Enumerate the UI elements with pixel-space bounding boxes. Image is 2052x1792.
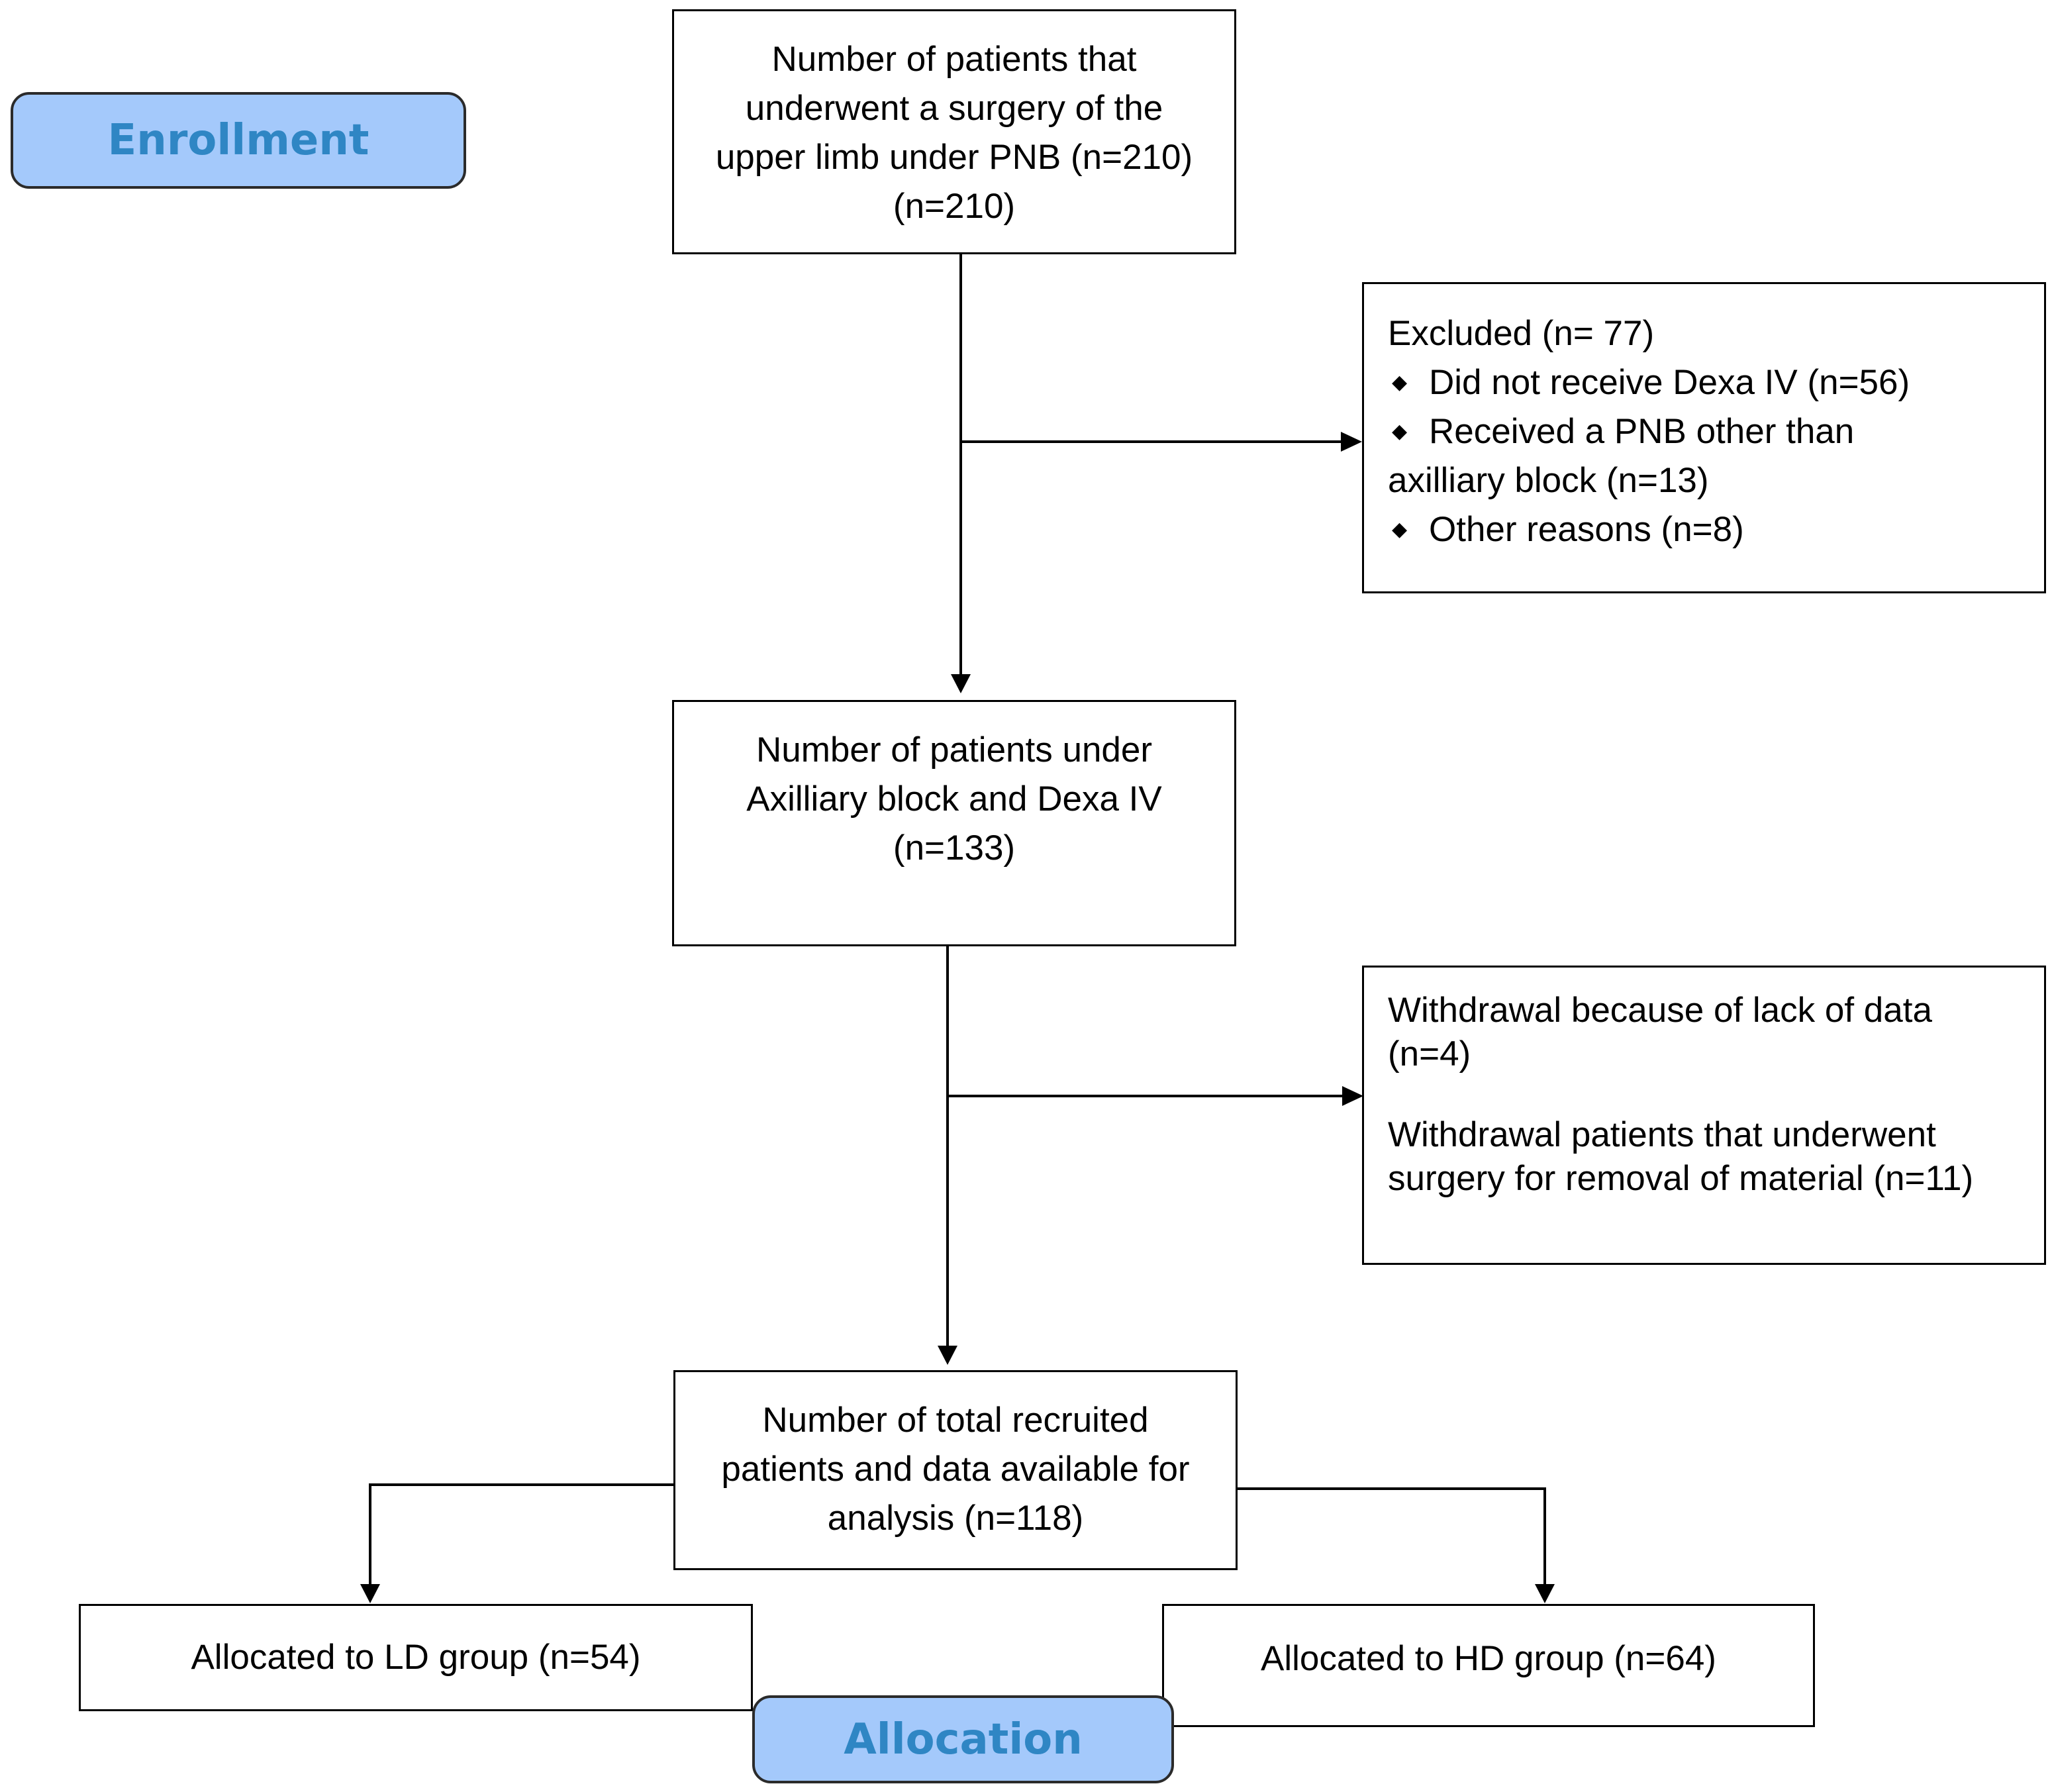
withdrawal-line: (n=4) <box>1388 1034 1471 1073</box>
hd-group-label: Allocated to HD group (n=64) <box>1261 1639 1716 1678</box>
diamond-bullet-icon: ◆ <box>1392 372 1408 393</box>
initial-box-line: upper limb under PNB (n=210) <box>715 138 1193 177</box>
axillary-box-line: (n=133) <box>893 828 1016 868</box>
diamond-bullet-icon: ◆ <box>1392 519 1408 540</box>
excluded-item-text: Received a PNB other than <box>1429 412 1855 451</box>
enrollment-stage-label: Enrollment <box>11 92 466 189</box>
axillary-box-line: Number of patients under <box>756 730 1153 770</box>
diamond-bullet-icon: ◆ <box>1392 421 1408 442</box>
excluded-item-text: Did not receive Dexa IV (n=56) <box>1429 363 1910 402</box>
arrowhead-excluded <box>1341 432 1362 452</box>
ld-group-label: Allocated to LD group (n=54) <box>191 1638 641 1677</box>
excluded-box: Excluded (n= 77) ◆ Did not receive Dexa … <box>1362 282 2046 593</box>
initial-box-line: Number of patients that <box>771 40 1137 79</box>
recruited-patients-box: Number of total recruited patients and d… <box>673 1370 1238 1570</box>
allocation-label-text: Allocation <box>844 1715 1083 1764</box>
recruited-box-line: analysis (n=118) <box>827 1499 1084 1538</box>
axillary-block-box: Number of patients under Axilliary block… <box>672 700 1236 946</box>
axillary-box-line: Axilliary block and Dexa IV <box>746 779 1162 819</box>
initial-box-line: (n=210) <box>893 187 1016 226</box>
initial-box-line: underwent a surgery of the <box>745 89 1163 128</box>
allocation-stage-label: Allocation <box>752 1695 1174 1783</box>
arrowhead-withdrawal <box>1342 1086 1363 1106</box>
enrollment-label-text: Enrollment <box>107 116 369 165</box>
initial-patients-box: Number of patients that underwent a surg… <box>672 9 1236 254</box>
excluded-item: ◆ Other reasons (n=8) <box>1388 505 2044 554</box>
withdrawal-line: surgery for removal of material (n=11) <box>1388 1159 1974 1198</box>
withdrawal-box: Withdrawal because of lack of data (n=4)… <box>1362 966 2046 1265</box>
arrowhead-axillary <box>951 674 971 693</box>
recruited-box-line: patients and data available for <box>721 1450 1190 1489</box>
excluded-item: ◆ Received a PNB other than <box>1388 407 2044 456</box>
arrowhead-ld <box>360 1584 380 1603</box>
withdrawal-line: Withdrawal because of lack of data <box>1388 991 1932 1030</box>
arrow-recruited-to-hd <box>1238 1487 1546 1586</box>
excluded-item-text: Other reasons (n=8) <box>1429 510 1744 549</box>
excluded-item-continuation: axilliary block (n=13) <box>1388 461 1709 500</box>
ld-group-box: Allocated to LD group (n=54) <box>79 1604 753 1711</box>
hd-group-box: Allocated to HD group (n=64) <box>1162 1604 1815 1727</box>
arrow-recruited-to-ld <box>369 1483 673 1586</box>
arrowhead-recruited <box>938 1346 957 1365</box>
withdrawal-line: Withdrawal patients that underwent <box>1388 1115 1936 1154</box>
excluded-item: ◆ Did not receive Dexa IV (n=56) <box>1388 358 2044 407</box>
arrowhead-hd <box>1535 1584 1555 1603</box>
recruited-box-line: Number of total recruited <box>762 1401 1149 1440</box>
excluded-heading: Excluded (n= 77) <box>1388 314 1655 353</box>
